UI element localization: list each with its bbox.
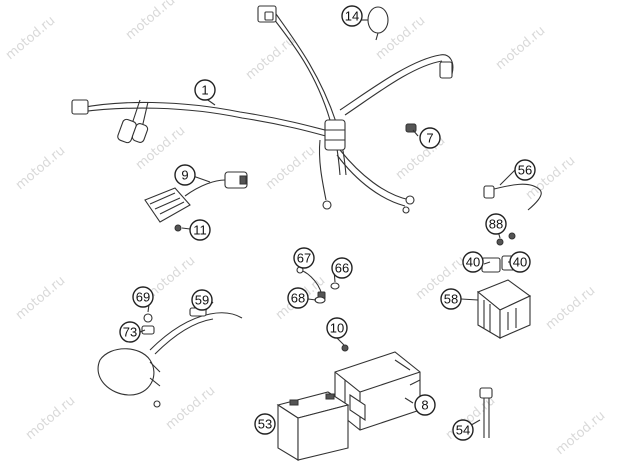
watermark-text: motod.ru xyxy=(123,0,178,43)
callout-label: 10 xyxy=(330,321,344,336)
callout-54: 54 xyxy=(452,419,474,441)
watermark-text: motod.ru xyxy=(263,143,318,193)
callout-66: 66 xyxy=(331,257,353,279)
watermark-text: motod.ru xyxy=(543,283,598,333)
callout-label: 8 xyxy=(421,398,428,413)
callout-label: 1 xyxy=(201,83,208,98)
callout-label: 73 xyxy=(123,325,137,340)
callout-56: 56 xyxy=(514,159,536,181)
callout-label: 9 xyxy=(181,168,188,183)
callout-88: 88 xyxy=(485,213,507,235)
callout-label: 53 xyxy=(258,417,272,432)
callout-label: 67 xyxy=(297,251,311,266)
callout-label: 68 xyxy=(291,291,305,306)
callout-label: 59 xyxy=(195,293,209,308)
callout-10: 10 xyxy=(326,317,348,339)
callout-53: 53 xyxy=(254,413,276,435)
callout-58: 58 xyxy=(440,288,462,310)
watermark-text: motod.ru xyxy=(553,408,608,458)
callout-label: 40 xyxy=(513,255,527,270)
part-56-cable xyxy=(483,183,542,211)
callout-68: 68 xyxy=(287,287,309,309)
watermark-layer: motod.ru motod.ru motod.ru motod.ru moto… xyxy=(3,0,608,458)
callout-label: 69 xyxy=(136,290,150,305)
part-53-battery xyxy=(276,391,350,461)
callout-40-left: 40 xyxy=(462,251,484,273)
callout-label: 66 xyxy=(335,261,349,276)
watermark-text: motod.ru xyxy=(3,13,58,63)
part-11-screw xyxy=(174,224,182,232)
callout-1: 1 xyxy=(194,79,216,101)
callout-label: 11 xyxy=(193,223,207,238)
callout-label: 7 xyxy=(426,131,433,146)
callout-label: 40 xyxy=(466,255,480,270)
callout-label: 58 xyxy=(444,292,458,307)
callout-69: 69 xyxy=(132,286,154,308)
callout-40-right: 40 xyxy=(509,251,531,273)
callout-label: 88 xyxy=(489,217,503,232)
part-88-screw xyxy=(496,232,516,246)
callout-7: 7 xyxy=(419,127,441,149)
watermark-text: motod.ru xyxy=(163,383,218,433)
callout-label: 56 xyxy=(518,163,532,178)
callout-8: 8 xyxy=(414,394,436,416)
callout-label: 14 xyxy=(345,9,359,24)
watermark-text: motod.ru xyxy=(13,273,68,323)
callout-label: 54 xyxy=(456,423,470,438)
callout-11: 11 xyxy=(189,219,211,241)
part-54-strap xyxy=(479,387,493,438)
part-59-starter-cable xyxy=(97,307,243,408)
callout-59: 59 xyxy=(191,289,213,311)
part-67-sensor-cable xyxy=(296,266,340,304)
watermark-text: motod.ru xyxy=(493,23,548,73)
part-7-bolt xyxy=(405,123,417,133)
watermark-text: motod.ru xyxy=(13,143,68,193)
callout-14: 14 xyxy=(341,5,363,27)
main-wiring-harness xyxy=(71,5,454,214)
callout-73: 73 xyxy=(119,321,141,343)
watermark-text: motod.ru xyxy=(23,393,78,443)
part-14-ring xyxy=(367,6,389,41)
callout-9: 9 xyxy=(174,164,196,186)
part-9-regulator xyxy=(144,171,248,223)
part-58-relay xyxy=(476,255,532,339)
callout-67: 67 xyxy=(293,247,315,269)
